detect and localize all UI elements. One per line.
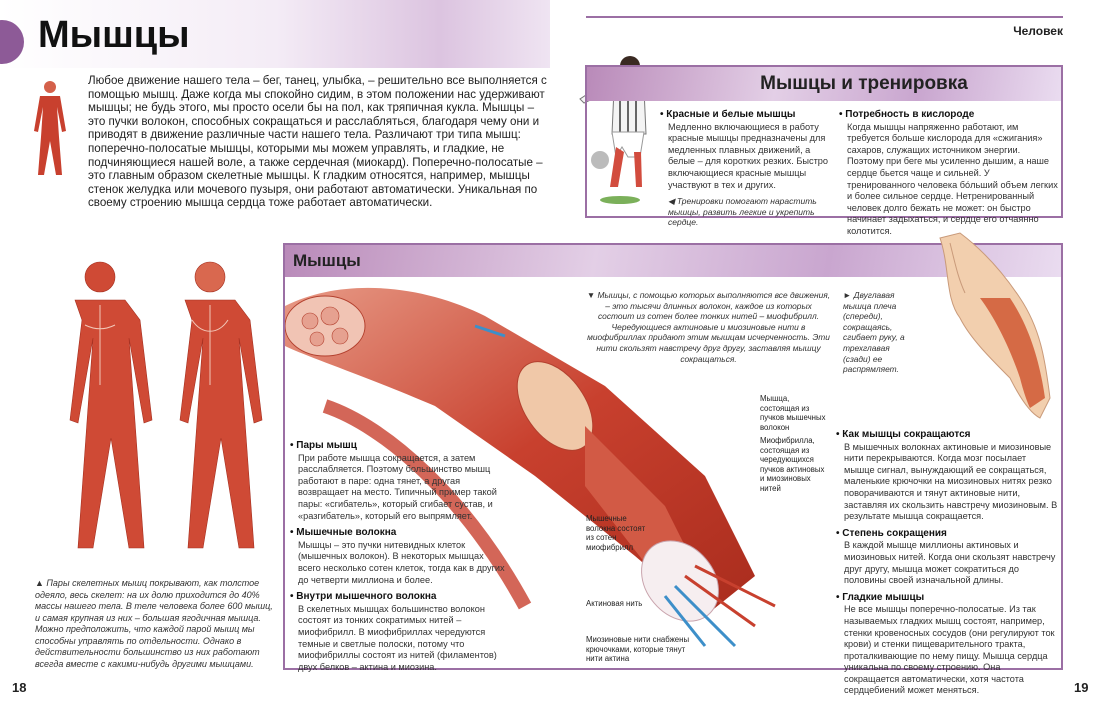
training-title: Мышцы и тренировка	[587, 67, 1061, 101]
label-myosin: Миозиновые нити снабжены крючочками, кот…	[586, 635, 690, 664]
arm-illustration	[939, 232, 1051, 419]
muscles-section: Мышцы	[283, 243, 1063, 670]
muscle-fiber-illustration	[285, 287, 776, 648]
item-text: Когда мышцы напряженно работают, им треб…	[847, 121, 1058, 236]
item-text: В мышечных волокнах актиновые и миозинов…	[844, 441, 1058, 522]
item-text: Не все мышцы поперечно-полосатые. Из так…	[844, 604, 1055, 696]
item-text: В скелетных мышцах большинство волокон с…	[298, 603, 497, 672]
item-heading: Потребность в кислороде	[839, 109, 1059, 121]
muscles-title: Мышцы	[285, 245, 1061, 277]
training-box: Мышцы и тренировка Красные и белые мышцы…	[585, 65, 1063, 236]
item-text: Медленно включающиеся в работу красные м…	[668, 121, 828, 190]
intro-text: Любое движение нашего тела – бег, танец,…	[88, 74, 547, 210]
muscles-right-column: Как мышцы сокращаются В мышечных волокна…	[836, 429, 1058, 702]
label-actin: Актиновая нить	[586, 599, 643, 608]
item-text: Мышцы – это пучки нитевидных клеток (мыш…	[298, 539, 505, 585]
item-heading: Пары мышц	[290, 440, 505, 452]
label-muscle: Мышца, состоящая из пучков мышечных воло…	[760, 394, 826, 432]
page-title: Мышцы	[38, 14, 190, 56]
small-muscle-figure	[34, 81, 66, 175]
page-number-right: 19	[1074, 680, 1089, 695]
training-col-1: Красные и белые мышцы Медленно включающи…	[660, 109, 832, 233]
item-heading: Как мышцы сокращаются	[836, 429, 1058, 441]
label-myofibril: Миофибрилла, состоящая из чередующихся п…	[760, 436, 825, 493]
arm-caption: ► Двуглавая мышца плеча (спереди), сокра…	[843, 290, 905, 375]
top-divider	[586, 16, 1063, 18]
item-heading: Мышечные волокна	[290, 527, 505, 539]
item-heading: Степень сокращения	[836, 528, 1058, 540]
item-heading: Гладкие мышцы	[836, 592, 1058, 604]
figure-caption: ▲ Пары скелетных мышц покрывают, как тол…	[35, 578, 273, 669]
muscular-system-illustration	[69, 261, 263, 549]
item-text: При работе мышца сокращается, а затем ра…	[298, 452, 497, 521]
player-caption: ◀ Тренировки помогают нарастить мышцы, р…	[668, 196, 817, 228]
item-heading: Красные и белые мышцы	[660, 109, 832, 121]
label-fibers: Мышечные волокна состоят из сотен миофиб…	[586, 514, 646, 552]
item-text: В каждой мышце миллионы актиновых и миоз…	[844, 540, 1056, 586]
training-col-2: Потребность в кислороде Когда мышцы напр…	[839, 109, 1059, 243]
fiber-caption: ▼ Мышцы, с помощью которых выполняются в…	[586, 290, 831, 364]
page-number-left: 18	[12, 680, 27, 695]
muscles-left-column: Пары мышц При работе мышца сокращается, …	[290, 440, 505, 678]
section-label: Человек	[1013, 24, 1063, 38]
header-band	[0, 0, 550, 68]
item-heading: Внутри мышечного волокна	[290, 591, 505, 603]
